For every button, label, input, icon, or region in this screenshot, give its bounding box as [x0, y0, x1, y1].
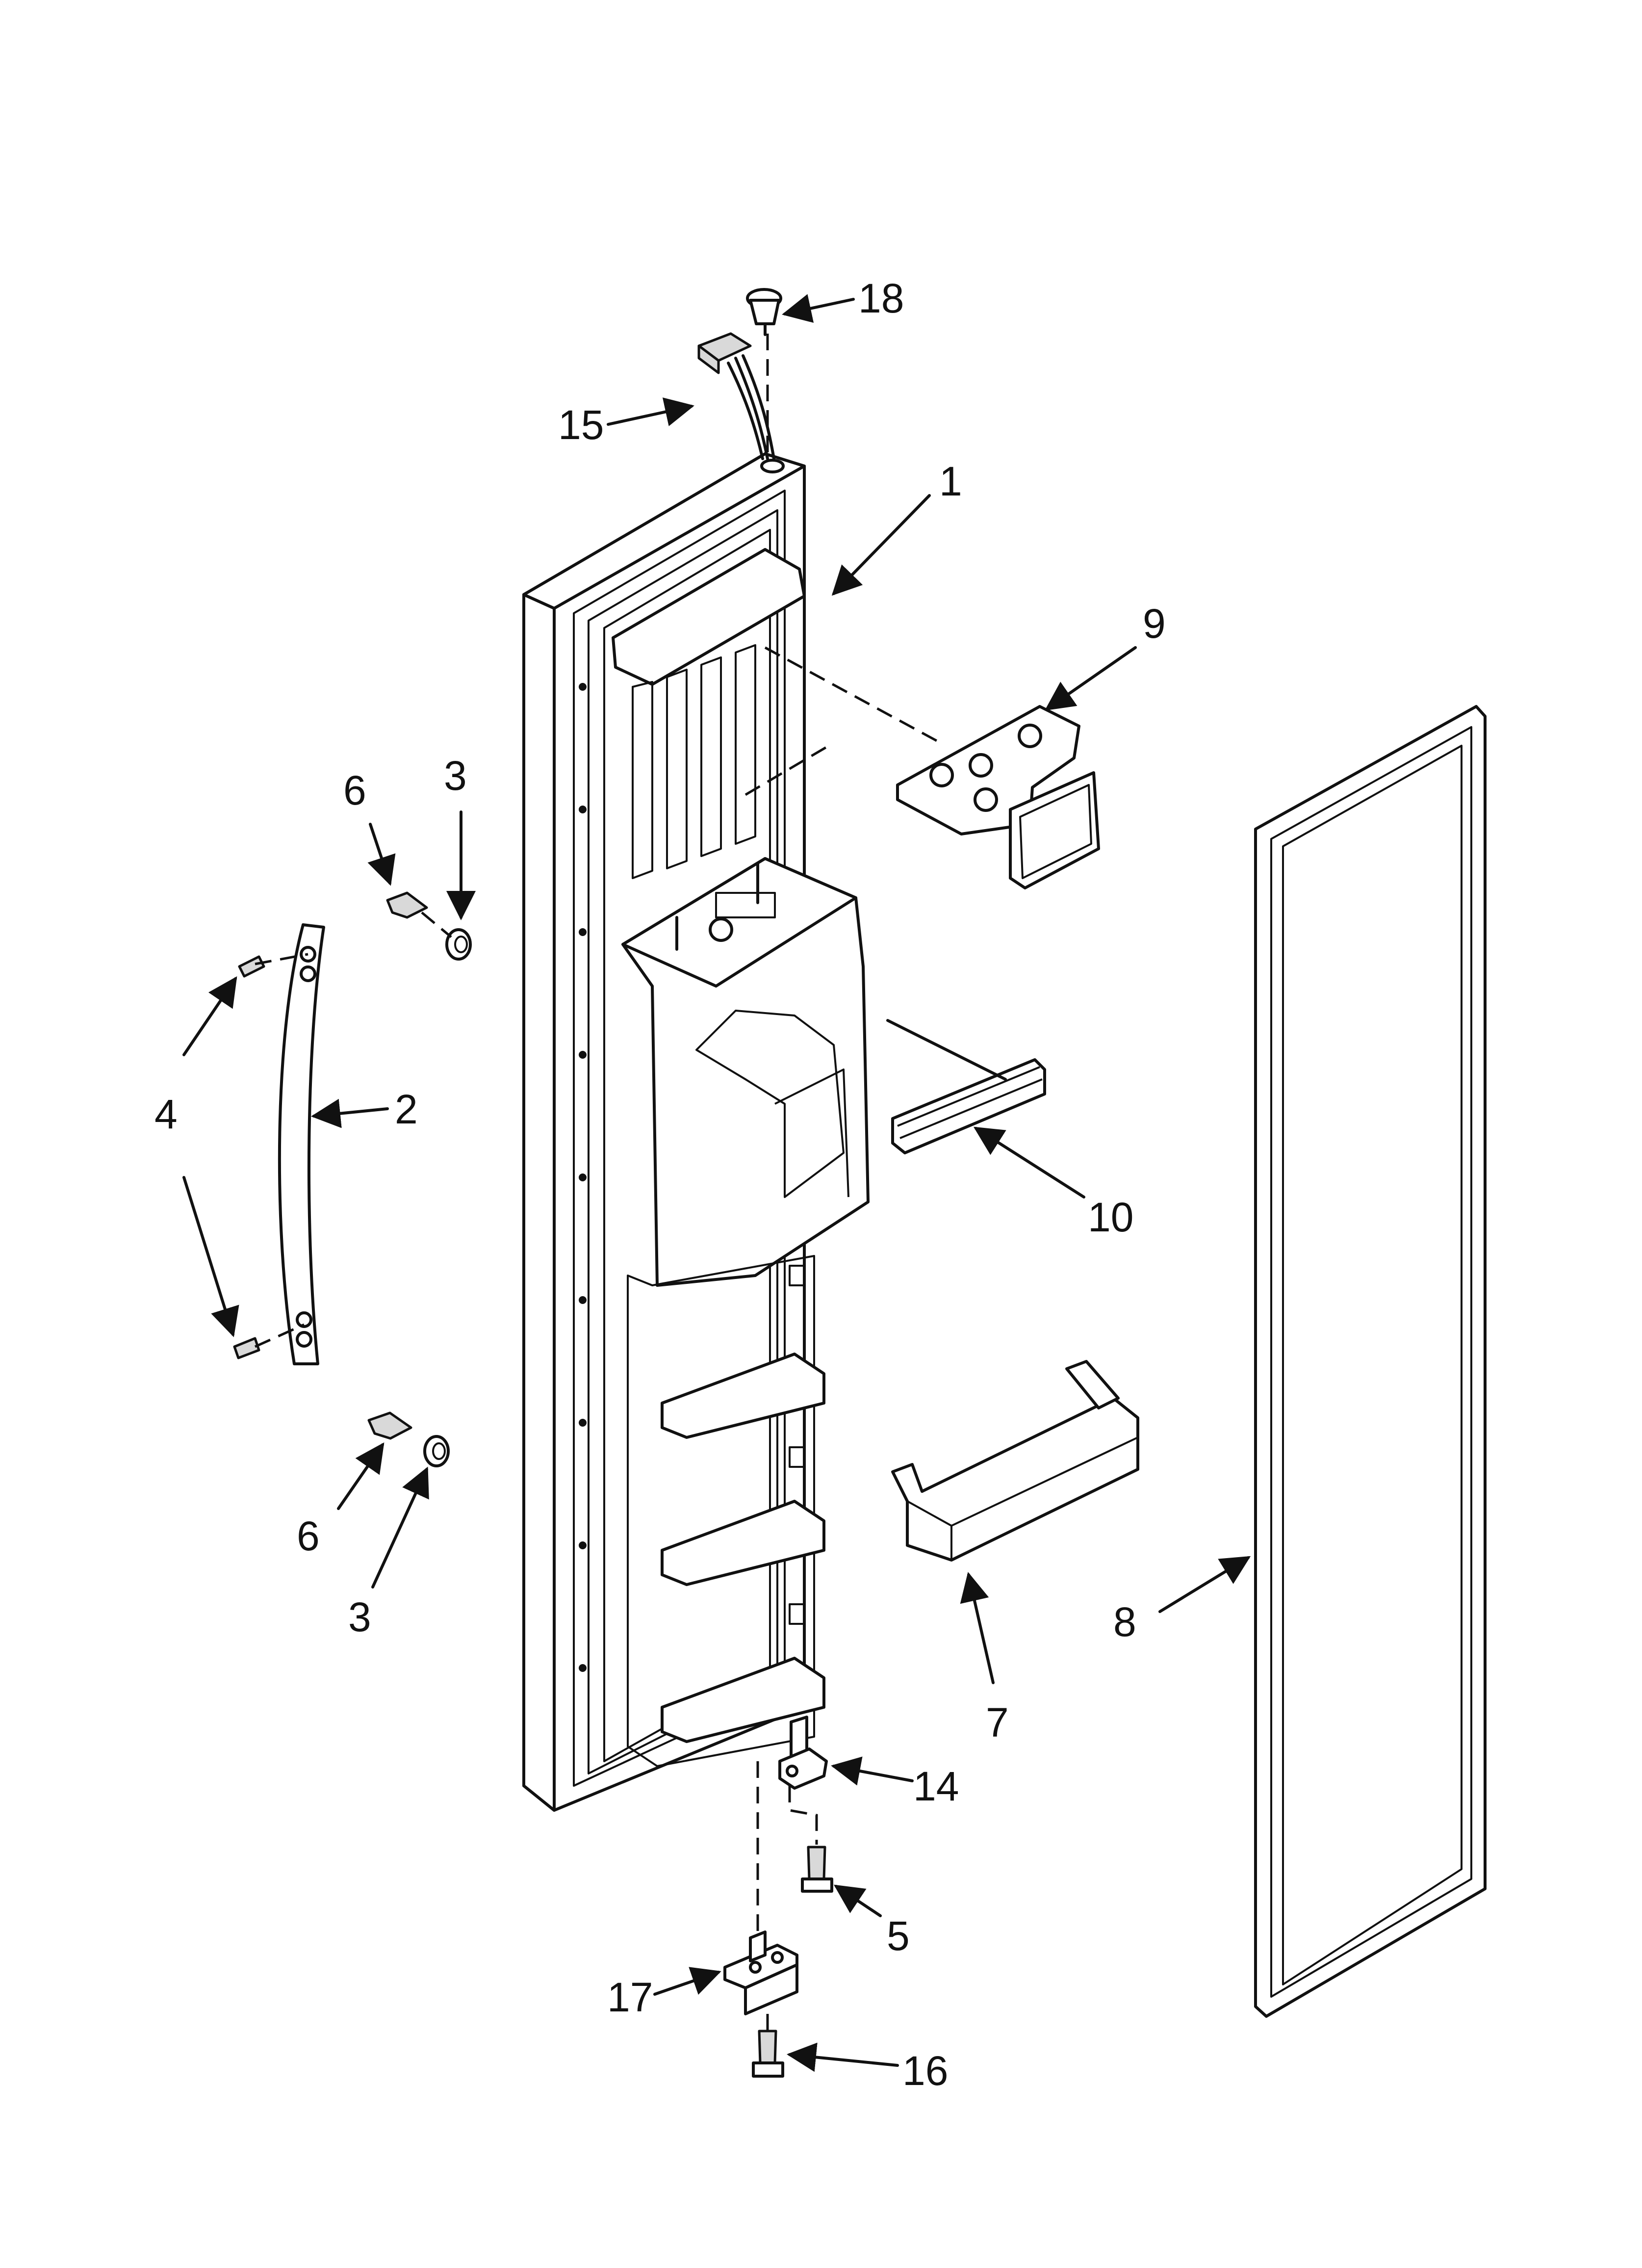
set-screw-lower	[233, 1337, 260, 1359]
door-rivets	[579, 683, 587, 1672]
callout-8: 8	[1113, 1599, 1136, 1645]
switch-part	[746, 288, 782, 336]
callout-5: 5	[887, 1913, 910, 1959]
hinge-screw	[801, 1846, 833, 1893]
set-screw-upper	[238, 955, 265, 978]
leader-arrows	[182, 294, 1251, 2072]
door-handle	[278, 923, 325, 1365]
hinge-mount-screw	[752, 2030, 784, 2078]
door-panel	[522, 452, 870, 1812]
cover-plate	[896, 705, 1100, 889]
hinge-pin	[778, 1716, 828, 1790]
handle-screw-lower	[367, 1411, 412, 1440]
callout-3-upper: 3	[444, 753, 467, 799]
callout-10: 10	[1088, 1194, 1133, 1240]
wire-harness	[697, 332, 775, 460]
callout-6-upper: 6	[343, 767, 366, 813]
callout-7: 7	[986, 1699, 1009, 1746]
door-bin	[891, 1360, 1139, 1562]
callout-6-lower: 6	[297, 1513, 320, 1559]
callout-2: 2	[395, 1086, 418, 1132]
callout-17: 17	[607, 1974, 653, 2020]
spacer-upper	[445, 928, 472, 961]
lower-hinge	[723, 1930, 798, 2015]
callout-3-lower: 3	[348, 1594, 371, 1640]
callout-16: 16	[902, 2048, 948, 2094]
callout-15: 15	[558, 402, 604, 448]
callout-9: 9	[1143, 600, 1166, 647]
callout-4: 4	[154, 1091, 178, 1137]
handle-screw-upper	[386, 891, 428, 919]
spacer-lower	[423, 1435, 450, 1467]
callout-18: 18	[858, 275, 904, 321]
callout-14: 14	[913, 1763, 959, 1809]
callout-1: 1	[939, 458, 962, 504]
door-gasket	[1254, 705, 1487, 2018]
trim-rail	[891, 1058, 1046, 1154]
